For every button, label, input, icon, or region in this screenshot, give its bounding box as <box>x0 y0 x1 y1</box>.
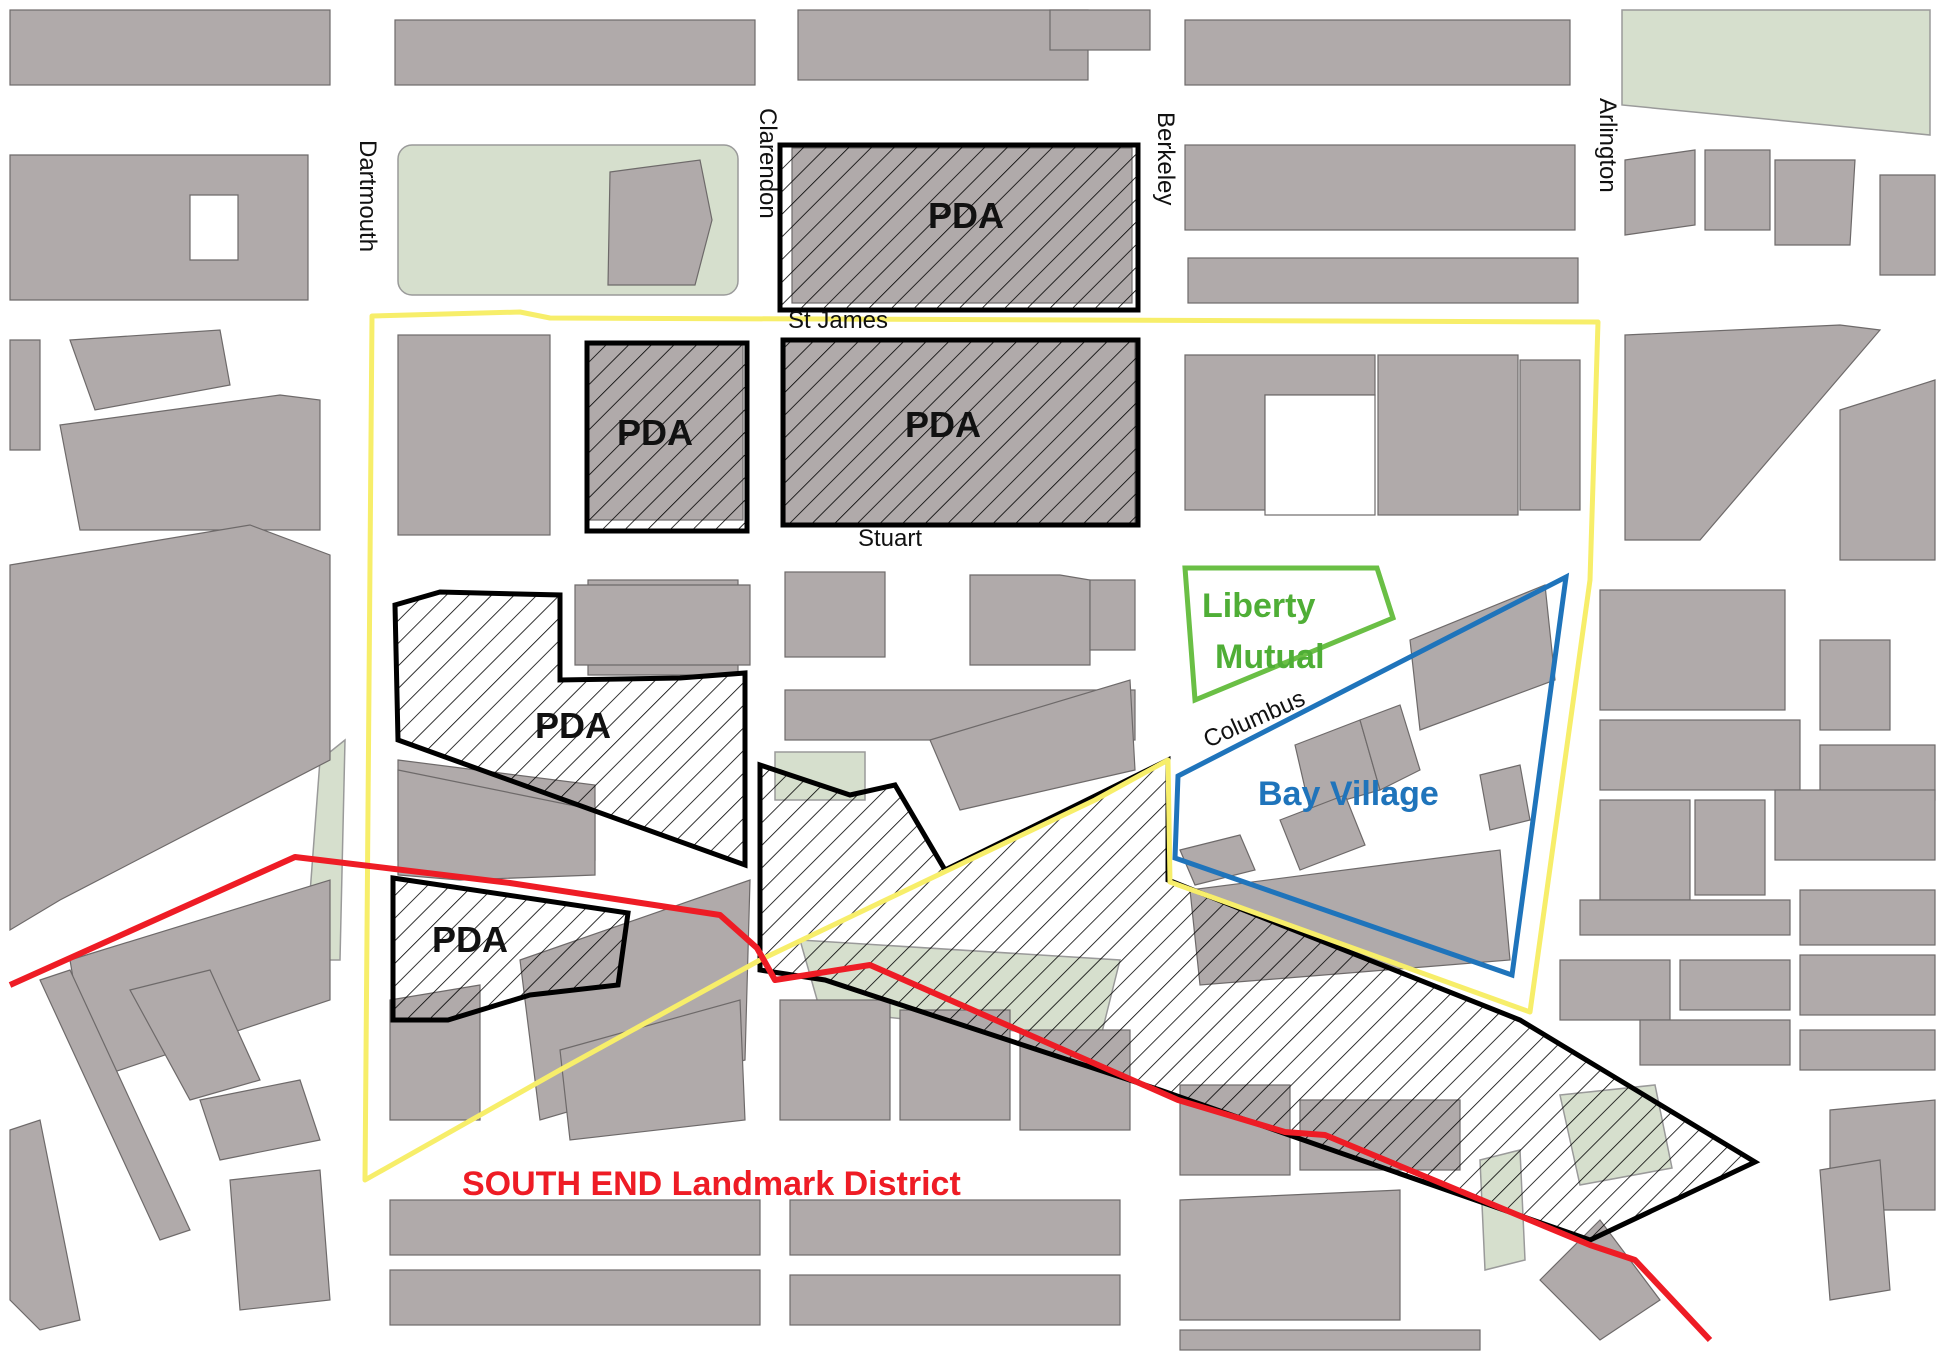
pda-parcel-2 <box>584 340 750 534</box>
liberty-mutual-boundary <box>1182 565 1397 704</box>
pda-parcel-3 <box>780 337 1141 528</box>
study-area-boundary <box>362 309 1601 1183</box>
bay-village-boundary <box>1172 572 1570 979</box>
street-label-st-james: St James <box>788 307 888 334</box>
street-label-clarendon: Clarendon <box>754 108 781 219</box>
liberty-mutual-label-line2: Mutual <box>1215 638 1325 676</box>
buildings <box>9 9 1936 1351</box>
pda-label-2: PDA <box>617 412 693 453</box>
pda-label-5: PDA <box>432 919 508 960</box>
pda-label-1: PDA <box>928 195 1004 236</box>
bay-village-label: Bay Village <box>1258 775 1439 813</box>
pda-parcel-1 <box>777 142 1141 313</box>
street-label-dartmouth: Dartmouth <box>354 140 381 252</box>
street-label-stuart: Stuart <box>858 525 922 552</box>
south-end-boundary <box>8 854 1713 1343</box>
street-label-arlington: Arlington <box>1594 98 1621 193</box>
liberty-mutual-label-line1: Liberty <box>1202 587 1315 625</box>
pda-parcel-4 <box>392 589 748 869</box>
pda-parcel-6 <box>757 755 1761 1243</box>
pda-label-4: PDA <box>535 705 611 746</box>
south-end-label: SOUTH END Landmark District <box>462 1165 961 1203</box>
pda-label-3: PDA <box>905 404 981 445</box>
pda-parcel-5 <box>390 875 631 1023</box>
pda-parcels <box>390 142 1761 1243</box>
street-label-berkeley: Berkeley <box>1152 112 1179 205</box>
